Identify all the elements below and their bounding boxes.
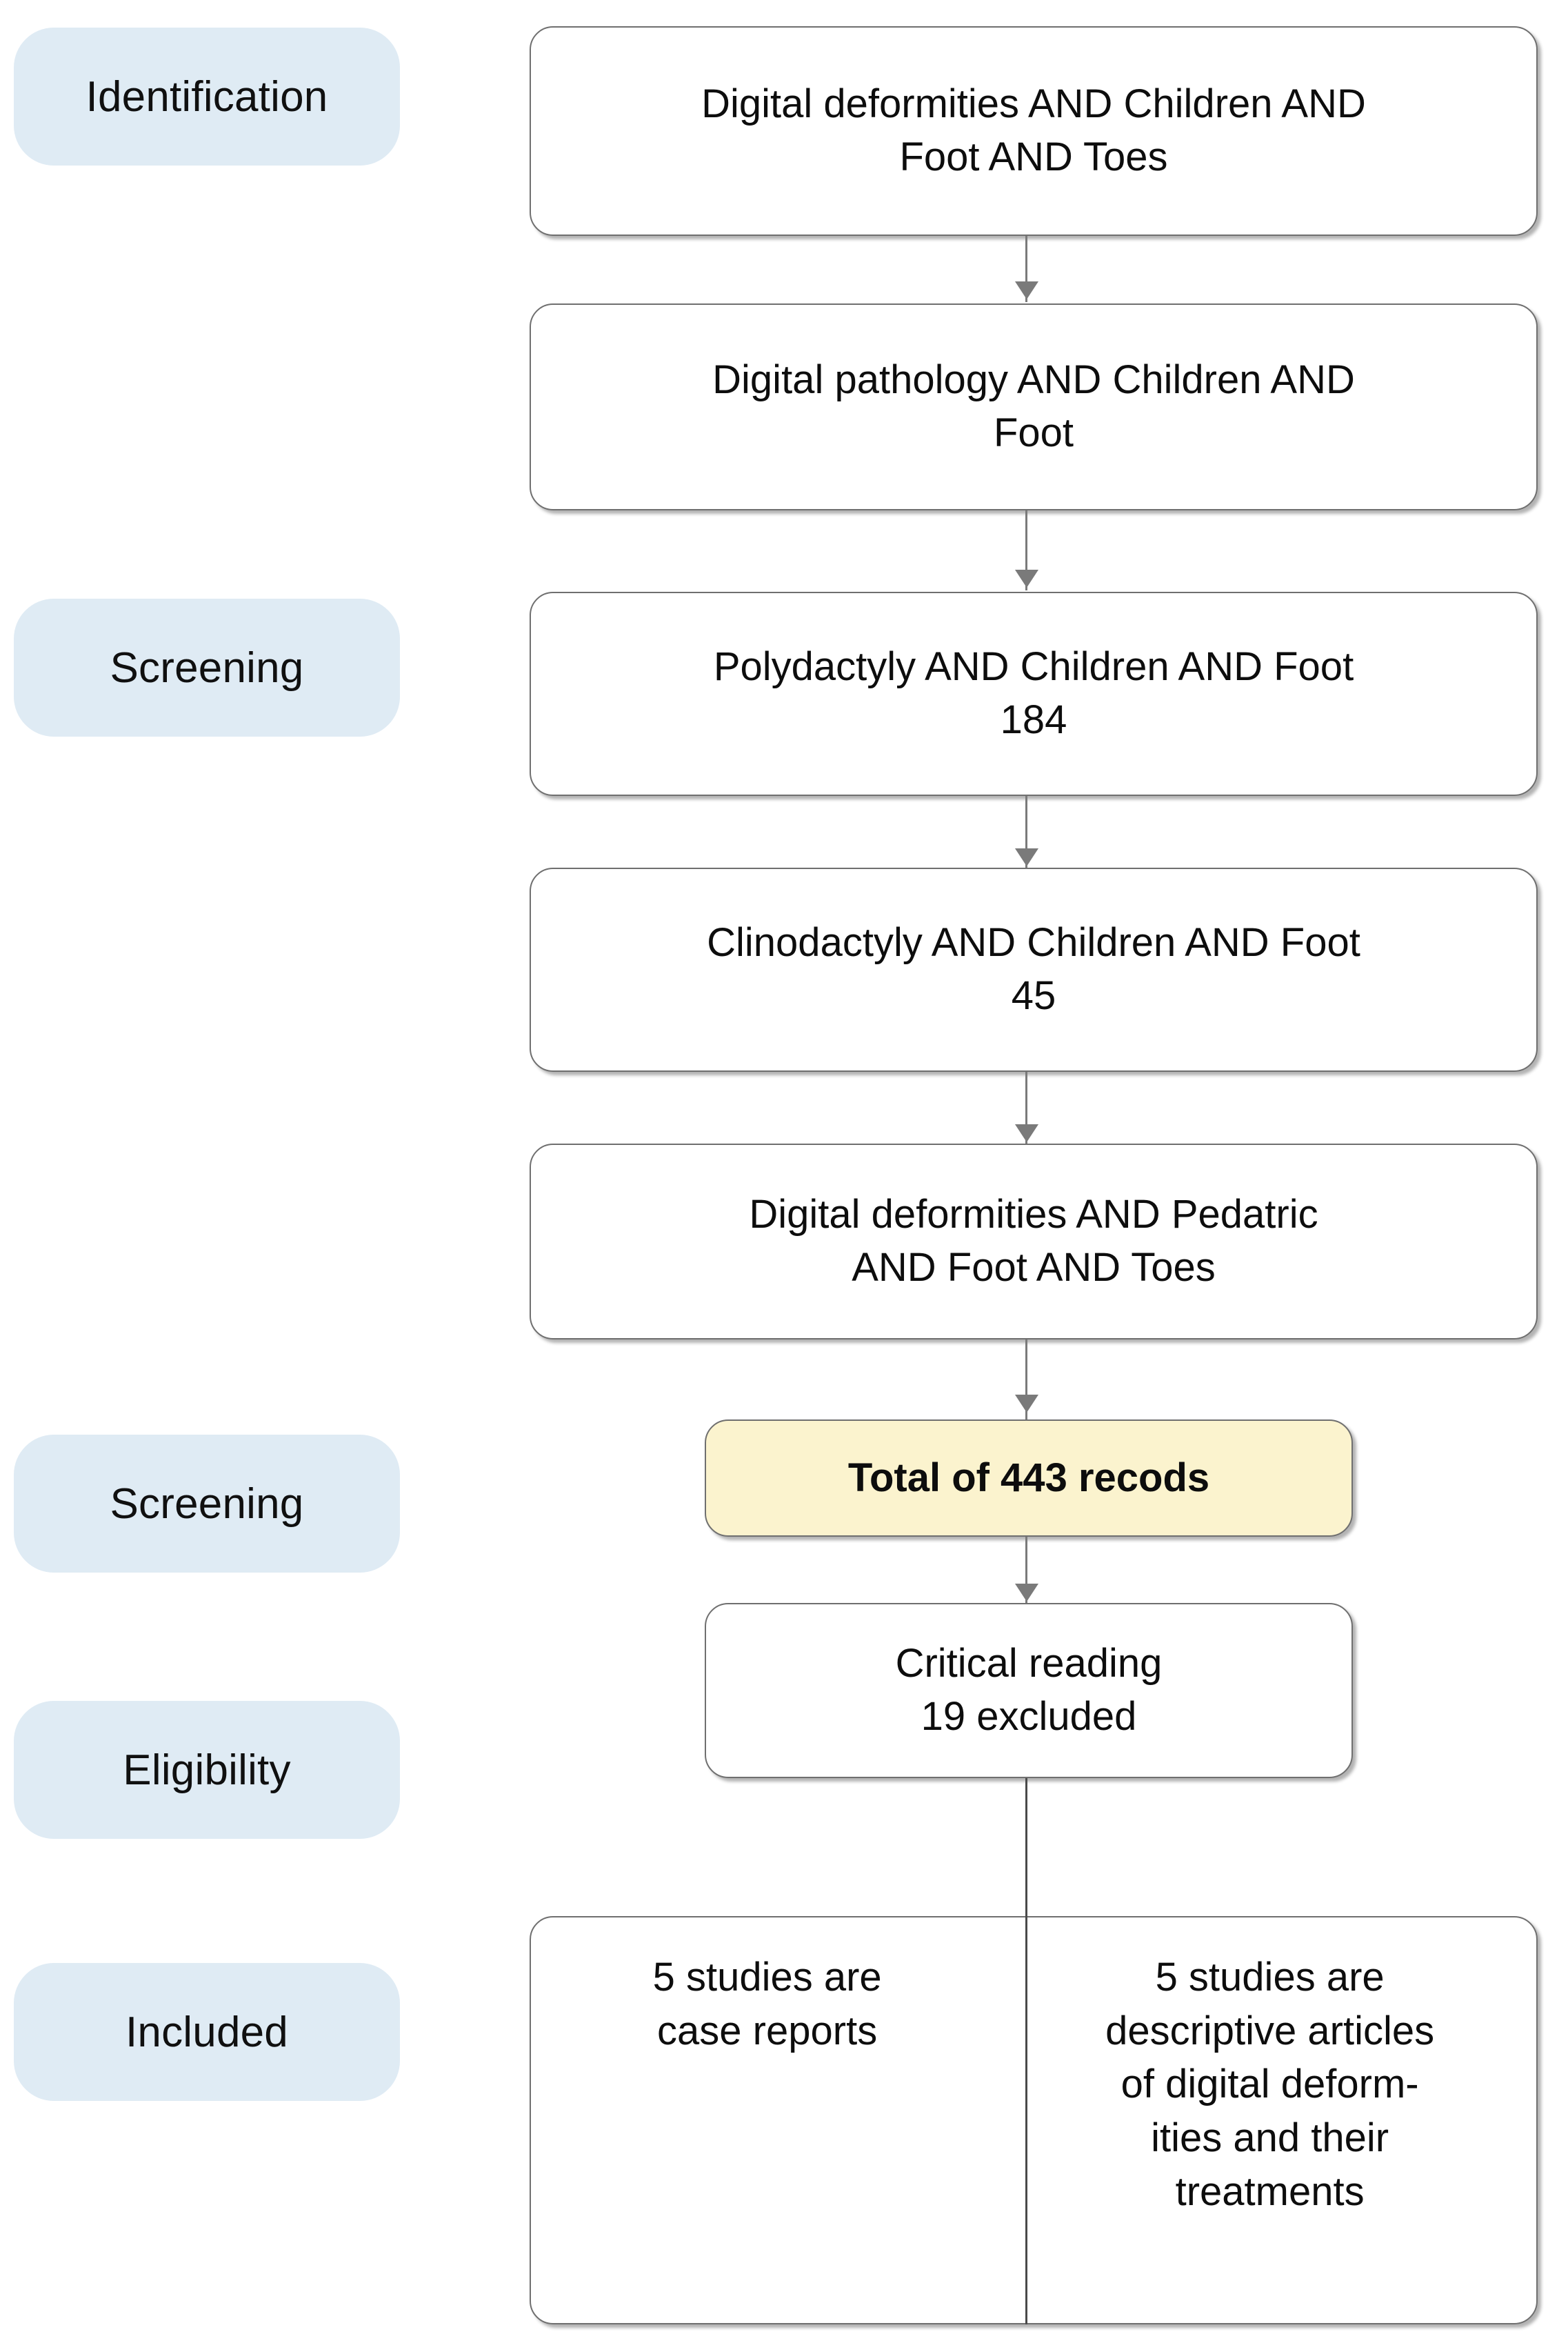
flow-node-text: Digital deformities AND Pedatric AND Foo… <box>749 1192 1318 1290</box>
record-count-clinodactyly: 45 <box>1011 973 1056 1018</box>
flow-node-search-3: Polydactyly AND Children AND Foot 184 <box>530 592 1538 796</box>
flow-node-search-1: Digital deformities AND Children AND Foo… <box>530 26 1538 236</box>
flow-node-text: Total of 443 recods <box>847 1455 1210 1500</box>
outcome-text: 5 studies are descriptive articles of di… <box>1105 1955 1435 2214</box>
stage-label: Included <box>125 2008 288 2056</box>
flow-node-search-2: Digital pathology AND Children AND Foot <box>530 303 1538 510</box>
connector-arrowhead-3 <box>1015 848 1038 866</box>
connector-line-7 <box>1025 1778 1027 1919</box>
outcome-column-case-reports: 5 studies are case reports <box>531 1917 1003 2323</box>
flow-node-text: Critical reading 19 excluded <box>895 1641 1163 1739</box>
flow-node-text: Digital pathology AND Children AND Foot <box>712 357 1355 455</box>
stage-pill-screening-1: Screening <box>14 599 400 737</box>
flow-node-search-5: Digital deformities AND Pedatric AND Foo… <box>530 1144 1538 1339</box>
stage-label: Eligibility <box>123 1746 291 1794</box>
excluded-count: 19 excluded <box>921 1694 1137 1739</box>
connector-arrowhead-1 <box>1015 281 1038 299</box>
outcome-text: 5 studies are case reports <box>652 1955 882 2053</box>
stage-pill-eligibility: Eligibility <box>14 1701 400 1839</box>
flow-node-outcomes: 5 studies are case reports 5 studies are… <box>530 1916 1538 2324</box>
connector-arrowhead-4 <box>1015 1124 1038 1142</box>
connector-line-2 <box>1025 510 1027 590</box>
flow-node-text: Polydactyly AND Children AND Foot 184 <box>713 644 1354 742</box>
stage-label: Screening <box>110 1479 304 1528</box>
connector-arrowhead-5 <box>1015 1395 1038 1413</box>
connector-line-5 <box>1025 1339 1027 1421</box>
flow-node-total-records: Total of 443 recods <box>705 1419 1353 1537</box>
flow-node-text: Digital deformities AND Children AND Foo… <box>701 81 1366 179</box>
record-count-polydactyly: 184 <box>1000 697 1067 742</box>
connector-line-3 <box>1025 796 1027 869</box>
stage-pill-included: Included <box>14 1963 400 2101</box>
stage-pill-screening-2: Screening <box>14 1435 400 1573</box>
outcome-box-divider <box>1025 1916 1027 2324</box>
stage-label: Identification <box>86 72 328 121</box>
flow-node-search-4: Clinodactyly AND Children AND Foot 45 <box>530 868 1538 1072</box>
stage-pill-identification: Identification <box>14 28 400 166</box>
connector-line-6 <box>1025 1537 1027 1604</box>
stage-label: Screening <box>110 644 304 692</box>
outcome-column-descriptive-articles: 5 studies are descriptive articles of di… <box>1003 1917 1536 2323</box>
flow-node-critical-reading: Critical reading 19 excluded <box>705 1603 1353 1778</box>
connector-line-4 <box>1025 1072 1027 1145</box>
connector-arrowhead-2 <box>1015 570 1038 588</box>
connector-arrowhead-6 <box>1015 1584 1038 1602</box>
flow-node-text: Clinodactyly AND Children AND Foot 45 <box>707 920 1360 1018</box>
connector-line-1 <box>1025 236 1027 302</box>
